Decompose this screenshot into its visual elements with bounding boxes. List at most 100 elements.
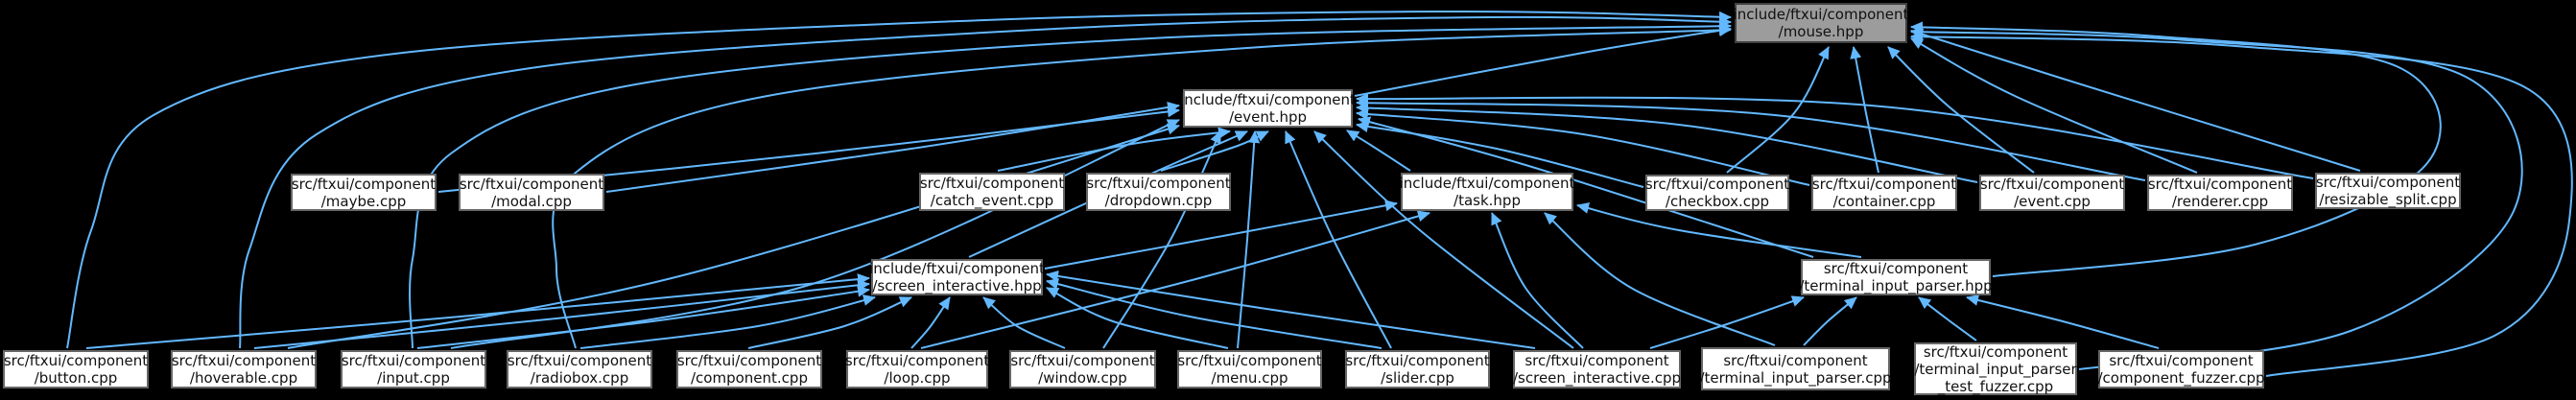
node-label-line: src/ftxui/component (459, 175, 604, 193)
edge-dropdown-cpp--event-hpp (1160, 130, 1269, 172)
node-label-line: src/ftxui/component (676, 352, 822, 369)
node-label-line: /terminal_input_parser.hpp (1799, 277, 1993, 294)
node-slider-cpp[interactable]: src/ftxui/component/slider.cpp (1345, 350, 1490, 388)
node-hoverable-cpp[interactable]: src/ftxui/component/hoverable.cpp (171, 350, 317, 388)
edge-hoverable-cpp--mouse-hpp (239, 15, 1732, 349)
node-component-cpp[interactable]: src/ftxui/component/component.cpp (676, 350, 822, 388)
edge-menu-cpp--event-hpp (1237, 130, 1261, 349)
edge-hoverable-cpp--event-hpp (287, 123, 1180, 349)
node-window-cpp[interactable]: src/ftxui/component/window.cpp (1009, 350, 1156, 388)
node-label-line: src/ftxui/component (1644, 176, 1790, 193)
node-label-line: include/ftxui/component (1399, 175, 1575, 192)
edge-checkbox-cpp--mouse-hpp (1726, 46, 1830, 174)
node-label-line: /menu.cpp (1211, 369, 1288, 387)
edge-component-fuzzer-cpp--mouse-hpp (1910, 31, 2573, 377)
node-mouse-hpp[interactable]: include/ftxui/component/mouse.hpp (1733, 3, 1909, 43)
node-label-line: src/ftxui/component (2147, 176, 2293, 193)
node-label-line: /window.cpp (1038, 369, 1127, 387)
node-label-line: /slider.cpp (1381, 369, 1454, 387)
node-label-line: src/ftxui/component (1823, 260, 1969, 277)
edge-input-cpp--screen-interactive-hpp (416, 285, 870, 349)
edge-terminal-input-parser-hpp--mouse-hpp (1910, 21, 2442, 277)
node-label-line: /loop.cpp (884, 369, 951, 387)
node-label-line: /terminal_input_parser (1914, 360, 2077, 378)
node-label-line: /screen_interactive.cpp (1512, 369, 1682, 387)
edge-hoverable-cpp--screen-interactive-hpp (253, 279, 870, 349)
node-task-hpp[interactable]: include/ftxui/component/task.hpp (1399, 173, 1575, 211)
node-label-line: include/ftxui/component (1733, 6, 1909, 23)
node-menu-cpp[interactable]: src/ftxui/component/menu.cpp (1177, 350, 1322, 388)
node-terminal-input-parser-test-fuzzer-cpp[interactable]: src/ftxui/component/terminal_input_parse… (1914, 342, 2077, 395)
node-label-line: src/ftxui/component (1086, 175, 1231, 192)
node-event-hpp[interactable]: include/ftxui/component/event.hpp (1180, 89, 1356, 128)
node-label-line: src/ftxui/component (1524, 352, 1669, 369)
node-event-cpp[interactable]: src/ftxui/component/event.cpp (1979, 175, 2125, 211)
node-label-line: /container.cpp (1832, 193, 1936, 210)
node-modal-cpp[interactable]: src/ftxui/component/modal.cpp (459, 174, 604, 211)
edge-button-cpp--screen-interactive-hpp (85, 273, 870, 349)
node-label-line: src/ftxui/component (919, 175, 1065, 192)
edge-loop-cpp--task-hpp (920, 210, 1430, 349)
node-input-cpp[interactable]: src/ftxui/component/input.cpp (341, 350, 486, 388)
edge-renderer-cpp--event-hpp (1356, 97, 2146, 181)
node-label-line: /dropdown.cpp (1104, 192, 1213, 209)
node-maybe-cpp[interactable]: src/ftxui/component/maybe.cpp (291, 174, 437, 211)
edge-menu-cpp--screen-interactive-hpp (1046, 287, 1229, 349)
node-resizable-split-cpp[interactable]: src/ftxui/component/resizable_split.cpp (2315, 173, 2461, 209)
edge-event-cpp--mouse-hpp (1887, 46, 2035, 174)
node-container-cpp[interactable]: src/ftxui/component/container.cpp (1811, 175, 1957, 211)
edge-component-cpp--screen-interactive-hpp (747, 296, 912, 349)
node-button-cpp[interactable]: src/ftxui/component/button.cpp (3, 350, 149, 388)
edge-task-hpp--event-hpp (1346, 129, 1411, 172)
edge-terminal-input-parser-cpp--terminal-input-parser-hpp (1803, 296, 1857, 346)
node-label-line: /screen_interactive.hpp (872, 277, 1042, 294)
node-label-line: /mouse.hpp (1778, 23, 1864, 40)
edge-screen-interactive-cpp--task-hpp (1491, 212, 1584, 349)
node-catch-event-cpp[interactable]: src/ftxui/component/catch_event.cpp (919, 173, 1065, 211)
node-label-line: include/ftxui/component (1180, 91, 1356, 108)
node-label-line: src/ftxui/component (844, 352, 990, 369)
node-label-line: /renderer.cpp (2171, 193, 2269, 210)
node-loop-cpp[interactable]: src/ftxui/component/loop.cpp (844, 350, 990, 388)
node-terminal-input-parser-cpp[interactable]: src/ftxui/component/terminal_input_parse… (1699, 347, 1892, 390)
node-label-line: src/ftxui/component (507, 352, 652, 369)
node-label-line: src/ftxui/component (1811, 176, 1957, 193)
node-label-line: /modal.cpp (491, 192, 572, 210)
edge-checkbox-cpp--event-hpp (1356, 121, 1644, 188)
node-renderer-cpp[interactable]: src/ftxui/component/renderer.cpp (2147, 175, 2293, 211)
edge-screen-interactive-hpp--task-hpp (1044, 200, 1398, 270)
edge-event-cpp--event-hpp (1356, 102, 1978, 183)
node-label-line: /event.cpp (2014, 193, 2091, 210)
edge-terminal-input-parser-hpp--event-hpp (1358, 116, 1814, 258)
edge-terminal-input-parser-test-fuzzer-cpp--mouse-hpp (1910, 26, 2523, 370)
node-checkbox-cpp[interactable]: src/ftxui/component/checkbox.cpp (1645, 175, 1789, 211)
node-label-line: /maybe.cpp (320, 192, 407, 210)
node-radiobox-cpp[interactable]: src/ftxui/component/radiobox.cpp (507, 350, 652, 388)
node-label-line: /resizable_split.cpp (2319, 191, 2457, 208)
node-label-line: src/ftxui/component (2109, 352, 2254, 369)
node-label-line: /hoverable.cpp (189, 369, 298, 387)
node-label-line: /task.hpp (1453, 192, 1521, 209)
node-screen-interactive-hpp[interactable]: include/ftxui/component/screen_interacti… (869, 259, 1045, 295)
node-dropdown-cpp[interactable]: src/ftxui/component/dropdown.cpp (1086, 173, 1231, 211)
node-screen-interactive-cpp[interactable]: src/ftxui/component/screen_interactive.c… (1513, 350, 1681, 388)
node-label-line: src/ftxui/component (3, 352, 149, 369)
edge-radiobox-cpp--mouse-hpp (552, 24, 1732, 349)
edge-radiobox-cpp--screen-interactive-hpp (579, 294, 876, 349)
node-label-line: src/ftxui/component (1177, 352, 1322, 369)
edge-container-cpp--event-hpp (1356, 108, 1810, 186)
node-label-line: /event.hpp (1228, 108, 1308, 126)
edge-terminal-input-parser-test-fuzzer-cpp--terminal-input-parser-hpp (1918, 296, 1977, 341)
node-label-line: src/ftxui/component (341, 352, 486, 369)
node-terminal-input-parser-hpp[interactable]: src/ftxui/component/terminal_input_parse… (1799, 259, 1993, 295)
edge-renderer-cpp--mouse-hpp (1910, 37, 2198, 174)
node-label-line: include/ftxui/component (869, 260, 1045, 277)
node-label-line: src/ftxui/component (1979, 176, 2125, 193)
edge-resizable-split-cpp--mouse-hpp (1910, 28, 2361, 172)
node-label-line: /terminal_input_parser.cpp (1699, 368, 1892, 387)
edge-event-hpp--mouse-hpp (1354, 24, 1732, 97)
node-component-fuzzer-cpp[interactable]: src/ftxui/component/component_fuzzer.cpp (2097, 350, 2265, 388)
node-label-line: /component_fuzzer.cpp (2097, 369, 2265, 387)
edge-container-cpp--mouse-hpp (1850, 46, 1879, 174)
